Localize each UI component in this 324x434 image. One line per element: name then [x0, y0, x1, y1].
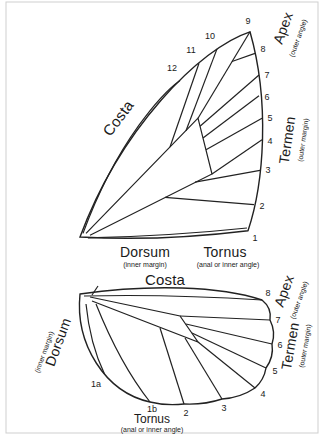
part-name: Apex — [271, 10, 295, 46]
callout-number: 6 — [264, 93, 269, 102]
callout-number: 1 — [252, 234, 257, 243]
part-name: Termen — [277, 115, 298, 164]
forewing — [80, 32, 263, 239]
callout-number: 3 — [221, 404, 226, 413]
part-note: (outer margin) — [298, 324, 313, 369]
callout-number: 5 — [272, 367, 277, 376]
part-name: Apex — [272, 273, 296, 309]
callout-number: 8 — [265, 289, 270, 298]
part-name: Dorsum — [120, 245, 170, 259]
callout-number: 2 — [259, 202, 264, 211]
part-note: (anal or inner angle) — [197, 261, 260, 268]
part-note: (outer margin) — [296, 118, 309, 163]
callout-number: 5 — [267, 114, 272, 123]
callout-number: 7 — [275, 316, 280, 325]
callout-number: 8 — [260, 45, 265, 54]
hindwing — [79, 286, 273, 405]
callout-number: 11 — [186, 46, 195, 55]
part-name: Tornus — [134, 413, 170, 425]
frame — [6, 2, 318, 433]
callout-number: 7 — [264, 71, 269, 80]
callout-number: 12 — [167, 64, 177, 73]
callout-number: 4 — [267, 137, 272, 146]
callout-number: 2 — [183, 409, 188, 418]
part-name: Costa — [100, 97, 136, 138]
part-name: Costa — [145, 272, 185, 287]
part-note: (anal or inner angle) — [121, 426, 184, 433]
callout-number: 4 — [260, 390, 265, 399]
callout-number: 10 — [205, 32, 215, 41]
part-name: Tornus — [203, 245, 246, 259]
part-note: (inner margin) — [123, 261, 167, 268]
callout-number: 9 — [245, 17, 250, 26]
callout-number: 3 — [265, 166, 270, 175]
callout-number: 1a — [91, 380, 101, 389]
